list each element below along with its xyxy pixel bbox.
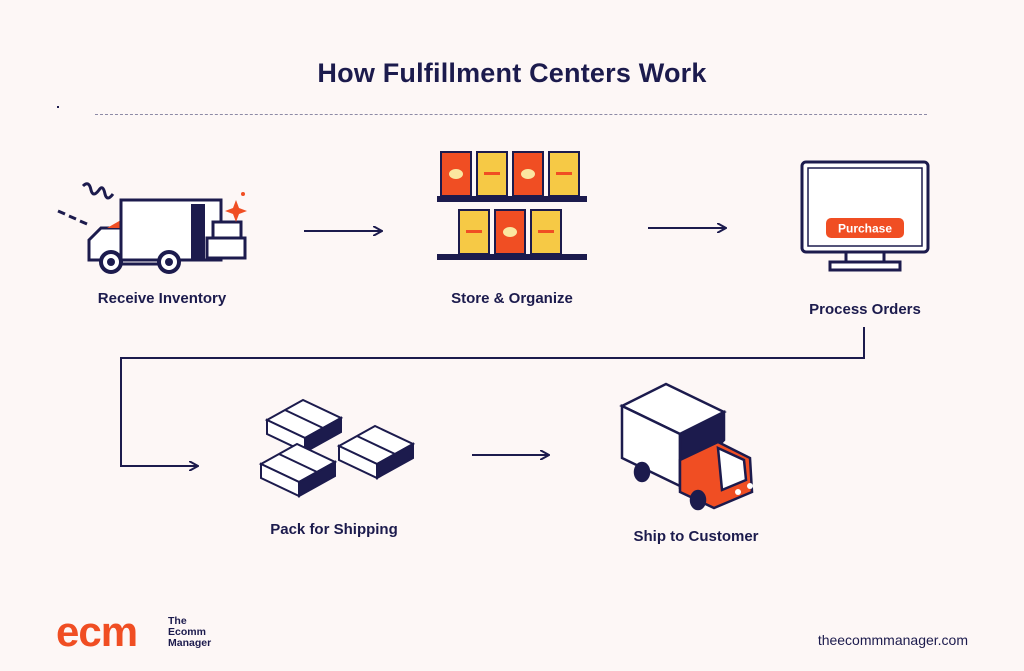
brand-logo-mark: ecm bbox=[56, 608, 138, 655]
brand-name-line1: The bbox=[168, 615, 187, 627]
dotted-divider bbox=[95, 114, 927, 115]
computer-monitor-icon: Purchase bbox=[800, 160, 930, 272]
packed-boxes-icon bbox=[258, 398, 416, 498]
warehouse-shelves-icon bbox=[437, 151, 587, 260]
website-url: theecommmanager.com bbox=[817, 632, 968, 648]
decorative-dot bbox=[57, 106, 59, 108]
brand-name-line2: Ecomm bbox=[168, 626, 206, 638]
step-label-pack-for-shipping: Pack for Shipping bbox=[270, 521, 398, 538]
step-label-receive-inventory: Receive Inventory bbox=[97, 290, 227, 307]
purchase-button-text: Purchase bbox=[838, 222, 892, 236]
brand-name-line3: Manager bbox=[168, 637, 212, 649]
shipping-truck-icon bbox=[619, 382, 754, 511]
step-label-store-organize: Store & Organize bbox=[451, 290, 573, 307]
connector-down bbox=[120, 327, 865, 466]
brand-name: The Ecomm Manager bbox=[168, 616, 238, 649]
step-label-ship-to-customer: Ship to Customer bbox=[633, 528, 759, 545]
delivery-truck-unloading-icon bbox=[57, 182, 247, 274]
step-label-process-orders: Process Orders bbox=[809, 301, 921, 318]
page-title: How Fulfillment Centers Work bbox=[317, 58, 707, 88]
